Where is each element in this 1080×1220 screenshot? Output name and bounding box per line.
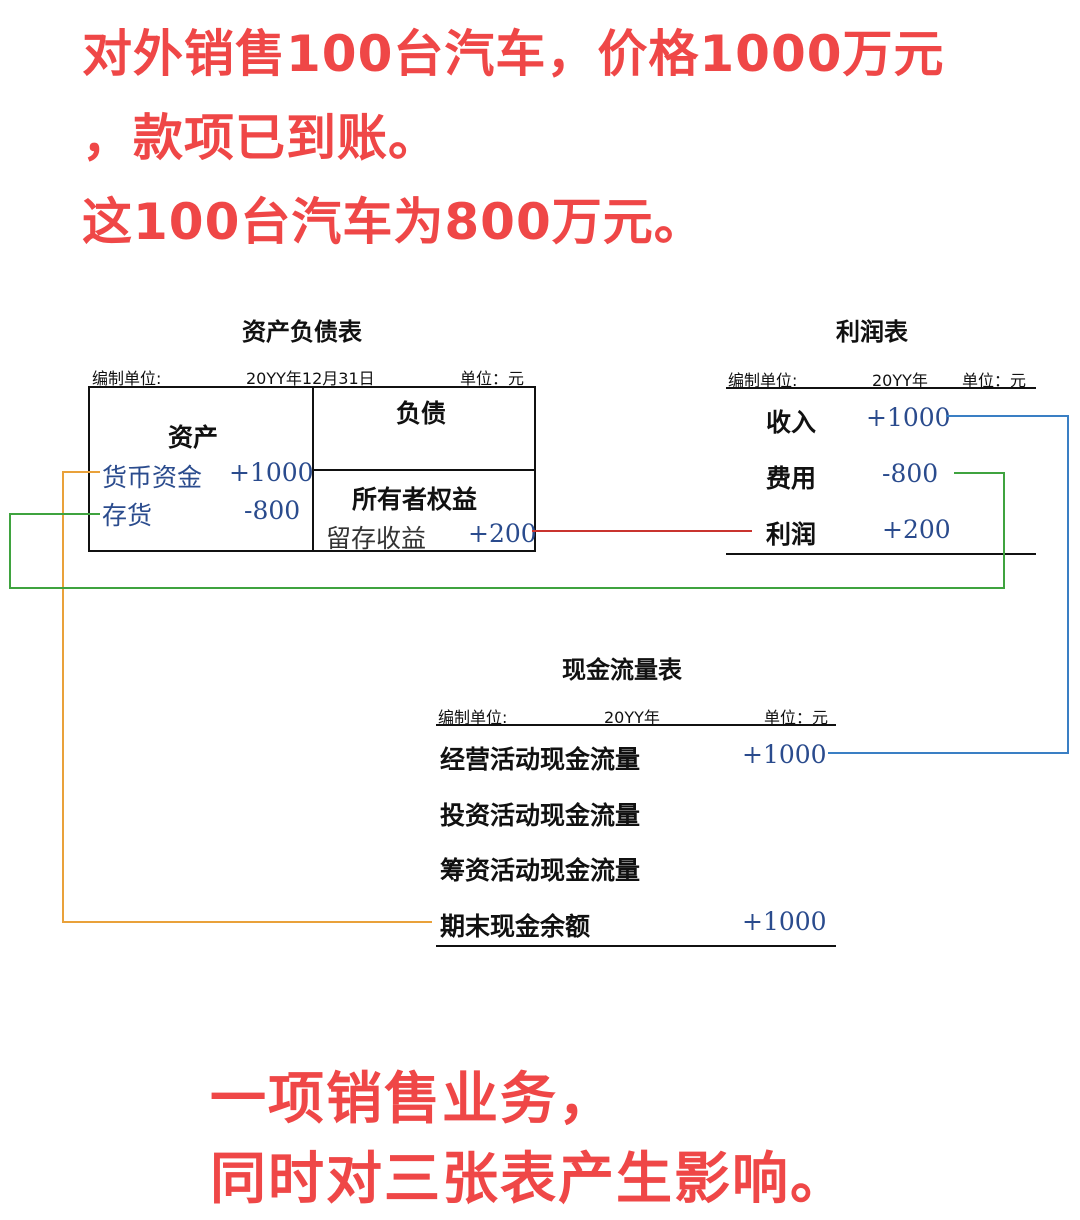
balance-sheet-title: 资产负债表	[242, 318, 362, 346]
cash-flow-prepared-by: 编制单位:	[438, 708, 508, 727]
cash-flow-row-value: +1000	[742, 907, 827, 936]
footer-line-1: 一项销售业务，	[210, 1067, 616, 1132]
cash-flow-top-rule	[436, 724, 836, 726]
asset-row-label: 货币资金	[102, 463, 203, 492]
inventory-expense-link-line	[9, 472, 1005, 589]
equity-header: 所有者权益	[352, 485, 478, 514]
income-statement-prepared-by: 编制单位:	[728, 371, 798, 390]
income-statement-unit: 单位：元	[962, 371, 1027, 390]
footer-line-2: 同时对三张表产生影响。	[210, 1147, 848, 1212]
headline-line-1: 对外销售100台汽车，价格1000万元	[82, 25, 945, 83]
income-row-label: 费用	[766, 464, 817, 493]
income-row-value: -800	[882, 459, 939, 488]
balance-sheet-unit: 单位：元	[460, 369, 525, 388]
income-statement-title: 利润表	[836, 318, 908, 346]
cash-link-line	[62, 471, 432, 923]
headline: 对外销售100台汽车，价格1000万元 ，款项已到账。 这100台汽车为800万…	[82, 12, 1062, 264]
cash-flow-title: 现金流量表	[562, 656, 682, 684]
cash-flow-row-label: 投资活动现金流量	[440, 801, 641, 830]
balance-sheet-divider-horizontal	[312, 469, 536, 471]
cash-flow-row-label: 筹资活动现金流量	[440, 856, 641, 885]
balance-sheet-prepared-by: 编制单位:	[92, 369, 162, 388]
income-statement-top-rule	[726, 387, 1036, 389]
equity-row-value: +200	[468, 519, 537, 548]
assets-header: 资产	[168, 423, 219, 452]
asset-row-label: 存货	[102, 501, 153, 530]
headline-line-3: 这100台汽车为800万元。	[82, 193, 705, 251]
income-row-value: +1000	[866, 403, 951, 432]
income-row-value: +200	[882, 515, 951, 544]
asset-row-value: +1000	[229, 458, 314, 487]
liabilities-header: 负债	[396, 399, 447, 428]
revenue-operating-cash-link-line	[828, 415, 1069, 754]
equity-row-label: 留存收益	[326, 524, 427, 553]
asset-row-value: -800	[244, 496, 301, 525]
cash-flow-unit: 单位：元	[764, 708, 829, 727]
cash-flow-row-label: 经营活动现金流量	[440, 745, 641, 774]
footer-caption: 一项销售业务， 同时对三张表产生影响。	[210, 1060, 848, 1220]
cash-flow-bottom-rule	[436, 945, 836, 947]
income-statement-bottom-rule	[726, 553, 1036, 555]
income-statement-year: 20YY年	[872, 371, 928, 390]
income-row-label: 利润	[766, 520, 817, 549]
headline-line-2: ，款项已到账。	[82, 109, 439, 167]
cash-flow-year: 20YY年	[604, 708, 660, 727]
cash-flow-row-value: +1000	[742, 740, 827, 769]
balance-sheet-date: 20YY年12月31日	[246, 369, 375, 388]
cash-flow-row-label: 期末现金余额	[440, 912, 591, 941]
income-row-label: 收入	[766, 408, 817, 437]
